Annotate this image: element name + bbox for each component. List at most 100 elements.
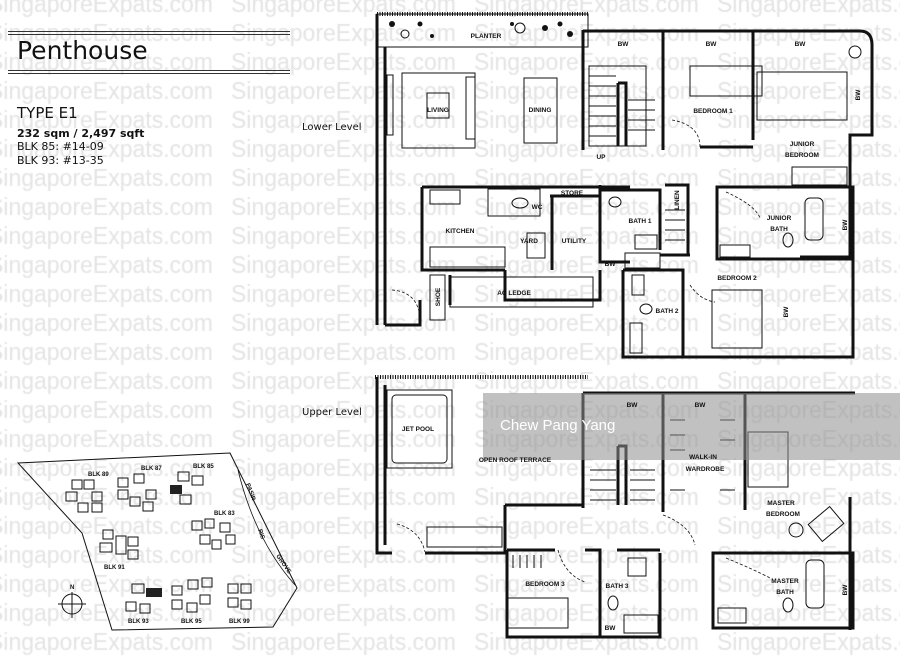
room-label: MASTER (767, 500, 795, 507)
highlighted-unit-blk93 (146, 588, 162, 597)
block-label: BLK 89 (88, 472, 109, 478)
room-label: UP (596, 154, 606, 161)
toilet (511, 197, 529, 209)
shoe-cabinet (429, 274, 446, 321)
room-label: BW (605, 625, 617, 632)
room-label: BW (605, 261, 617, 268)
unit-number: BLK 93: #13-35 (17, 154, 104, 167)
wall (621, 257, 855, 359)
wall (550, 185, 602, 270)
room-label: BEDROOM 3 (525, 581, 565, 588)
overlay-text: Chew Pang Yang (500, 417, 615, 434)
wall (598, 183, 690, 264)
room-label: AC LEDGE (497, 290, 531, 297)
bed (756, 71, 848, 121)
room-label: STORE (561, 190, 584, 197)
sink (429, 189, 461, 205)
room-label: BATH 3 (606, 583, 629, 590)
master-bath-walls (711, 551, 855, 630)
room-label: BW (842, 219, 849, 231)
toilet (782, 597, 794, 613)
highlighted-unit-blk85 (170, 485, 182, 494)
wall (505, 548, 662, 639)
bathtub (805, 559, 825, 609)
room-label: WALK-IN (689, 454, 717, 461)
wall (375, 377, 583, 555)
block-label: BLK 85 (193, 464, 214, 470)
shower (624, 252, 661, 269)
site-plan: BLK 89 BLK 87 BLK 85 BLK 83 BLK 91 BLK 9… (16, 452, 298, 631)
bed (689, 65, 763, 97)
room-label: KITCHEN (446, 228, 475, 235)
level-label: Lower Level (302, 122, 362, 133)
room-label: SHOE (435, 287, 442, 306)
wardrobe (791, 166, 848, 186)
lower-level-plan: Lower Level (302, 12, 874, 359)
room-label: BW (695, 402, 707, 409)
entrance-door-swing (391, 289, 421, 319)
block-label: BLK 87 (141, 466, 162, 472)
room-label: BATH 2 (656, 308, 679, 315)
bed (507, 597, 569, 629)
room-label: UTILITY (562, 238, 587, 245)
sofa (465, 76, 476, 140)
bed (711, 289, 763, 349)
site-boundary (16, 452, 298, 631)
room-label: BATH (770, 226, 788, 233)
level-label: Upper Level (302, 407, 362, 418)
page-title: Penthouse (17, 36, 148, 65)
room-label: BEDROOM 2 (717, 275, 757, 282)
toilet (607, 595, 619, 611)
coffee-table (426, 92, 450, 119)
plant-icons (389, 21, 573, 39)
planter (376, 13, 589, 48)
room-label: BEDROOM (766, 511, 800, 518)
toilet (782, 232, 794, 248)
dining-table (523, 77, 558, 144)
room-label: OPEN ROOF TERRACE (479, 457, 552, 464)
block-label: BLK 93 (128, 619, 149, 625)
toilet (639, 303, 653, 315)
room-label: BW (842, 584, 849, 596)
staircase (588, 65, 655, 147)
room-label: MASTER (771, 578, 799, 585)
room-label: JET POOL (402, 426, 434, 433)
room-label: PLANTER (471, 33, 502, 40)
shower (629, 322, 643, 354)
header-rule-top (8, 31, 290, 35)
block-outlines (65, 471, 252, 614)
header-rule-bottom (8, 70, 290, 74)
room-label: LINEN (674, 190, 681, 210)
unit-area: 232 sqm / 2,497 sqft (17, 127, 145, 140)
wall (581, 29, 874, 259)
north-label: N (70, 585, 74, 591)
room-label: BW (627, 402, 639, 409)
wc-room (487, 188, 541, 217)
room-label: BATH 1 (629, 218, 652, 225)
room-label: DINING (529, 107, 552, 114)
jet-pool (386, 389, 453, 469)
room-label: BW (618, 41, 630, 48)
room-label: BEDROOM 1 (693, 108, 733, 115)
name-overlay (483, 393, 900, 460)
shower (623, 614, 659, 634)
road-label: RIS (256, 529, 265, 540)
room-label: BW (795, 41, 807, 48)
block-label: BLK 91 (104, 565, 125, 571)
room-label: JUNIOR (790, 141, 815, 148)
road-label: GROVE (274, 554, 291, 575)
room-label: BW (783, 306, 790, 318)
bathtub (804, 197, 824, 241)
room-label: BW (706, 41, 718, 48)
wall (375, 14, 422, 327)
room-label: BEDROOM (785, 152, 819, 159)
road (237, 469, 296, 586)
wall (420, 185, 630, 305)
counter (426, 526, 503, 548)
north-arrow-icon (58, 592, 86, 618)
unit-number: BLK 85: #14-09 (17, 140, 104, 153)
upper-level-plan: Upper Level (302, 375, 900, 639)
room-label: YARD (520, 238, 538, 245)
